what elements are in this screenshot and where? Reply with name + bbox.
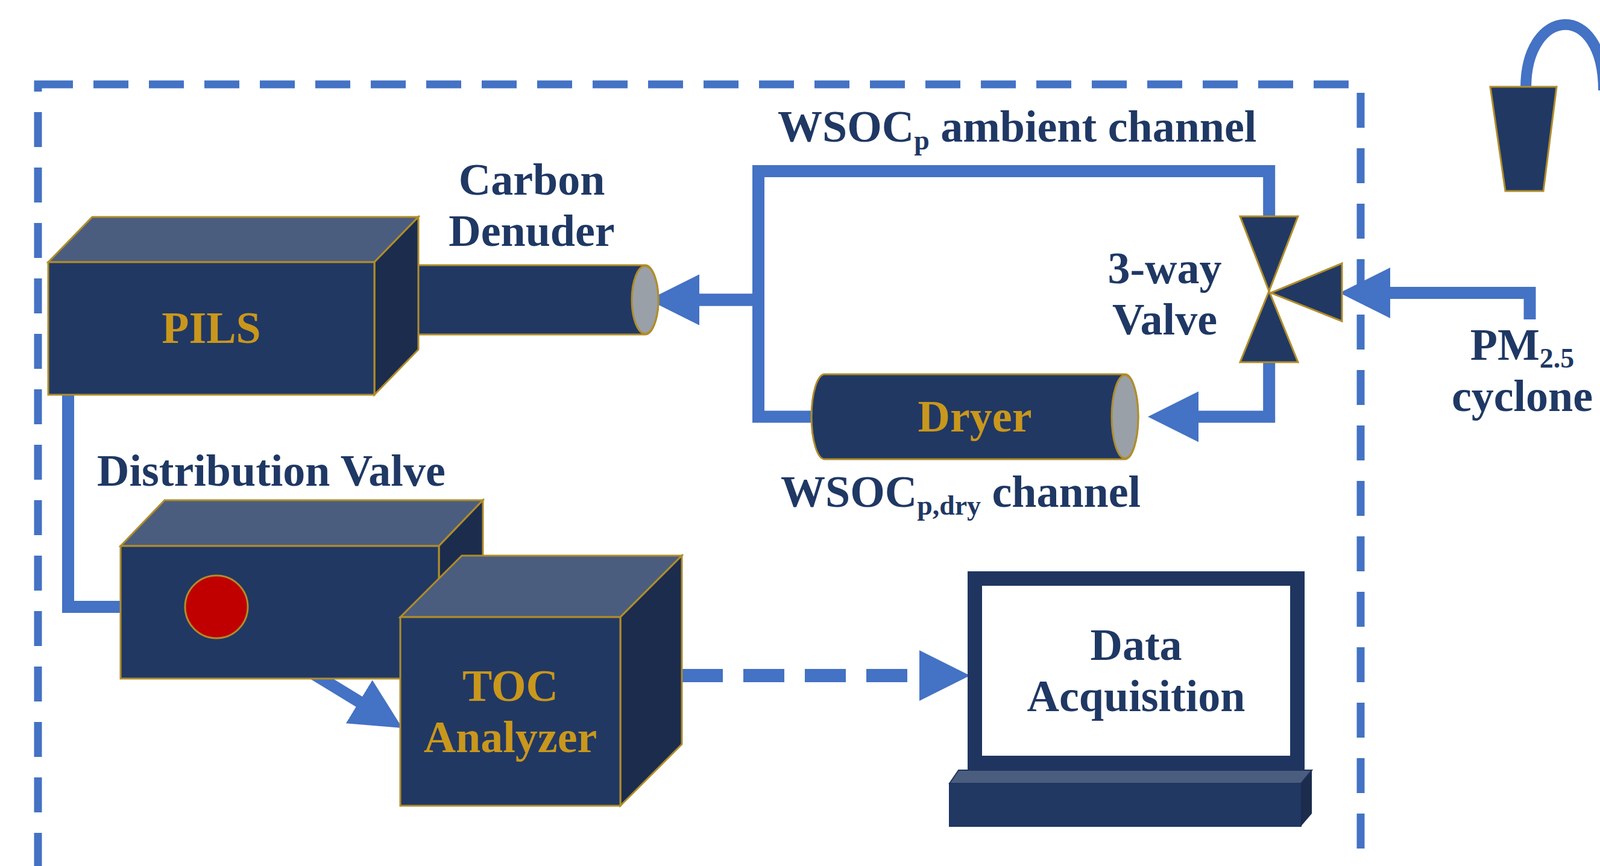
text-part: ambient channel (929, 101, 1257, 152)
node-label: Dryer (815, 391, 1135, 443)
flow-arrow (68, 394, 146, 608)
box-side (374, 217, 419, 395)
inlet-tube (1525, 24, 1600, 91)
node-label: Distribution Valve (97, 445, 446, 497)
equipment-node: Data Acquisition (967, 571, 1305, 771)
laptop-base (949, 783, 1301, 827)
node-label: PM2.5 cyclone (1446, 319, 1598, 423)
equipment-node: 3-way Valve (1240, 216, 1342, 363)
equipment-node: Dryer (811, 374, 1139, 460)
box-side (438, 500, 483, 679)
subscript: p,dry (916, 490, 981, 521)
text-node: PM2.5 cyclone (1446, 319, 1598, 423)
valve-port (185, 575, 248, 639)
box-front (48, 262, 375, 395)
flow-arrow (1378, 292, 1531, 320)
text-part: channel (980, 467, 1141, 517)
subscript: 2.5 (1539, 343, 1575, 374)
laptop-base-side (1300, 770, 1312, 827)
valve-bottom (1240, 291, 1298, 363)
node-label: Carbon Denuder (393, 154, 671, 257)
text-part: WSOC (777, 101, 914, 152)
laptop-screen (974, 578, 1298, 764)
channel-label: WSOCp ambient channel (777, 100, 1257, 154)
valve-top (1240, 216, 1298, 292)
valve-inlet (1270, 263, 1342, 322)
node-outline (405, 265, 659, 335)
text-part: PM (1470, 320, 1540, 370)
node-outline (967, 571, 1305, 771)
laptop-base-top (949, 770, 1312, 784)
cylinder-cap (1111, 375, 1139, 459)
node-outline (400, 555, 682, 807)
flow-arrow (687, 300, 812, 418)
text-part: cyclone (1451, 371, 1593, 421)
cylinder-cap (631, 266, 659, 334)
flow-arrow (687, 171, 1270, 301)
flow-arrow (239, 628, 370, 709)
equipment-node: PILS (48, 217, 419, 395)
box-top (48, 217, 419, 263)
node-outline (811, 374, 1139, 460)
cylinder-body (811, 374, 1139, 460)
enclosure-dashed (37, 84, 1361, 866)
box-top (120, 500, 483, 547)
channel-label: WSOCp,dry channel (780, 465, 1141, 520)
node-outline (1240, 216, 1342, 363)
equipment-node: Carbon Denuder (405, 265, 659, 335)
node-label: Data Acquisition (989, 619, 1283, 723)
box-front (120, 546, 439, 679)
node-label: TOC Analyzer (403, 660, 617, 763)
subscript: p (913, 124, 930, 156)
box-front (400, 617, 621, 807)
node-outline (48, 217, 419, 395)
equipment-node: Distribution Valve (120, 500, 483, 679)
cyclone-symbol (1490, 86, 1557, 192)
box-top (400, 555, 682, 618)
node-label: 3-way Valve (1095, 242, 1235, 346)
node-outline (120, 500, 483, 679)
text-part: WSOC (780, 467, 917, 517)
flow-arrow (620, 669, 932, 683)
node-label: PILS (51, 302, 371, 354)
equipment-node: TOC Analyzer (400, 555, 682, 807)
cylinder-body (405, 265, 659, 335)
flow-arrow (1186, 362, 1270, 418)
box-side (620, 555, 682, 807)
